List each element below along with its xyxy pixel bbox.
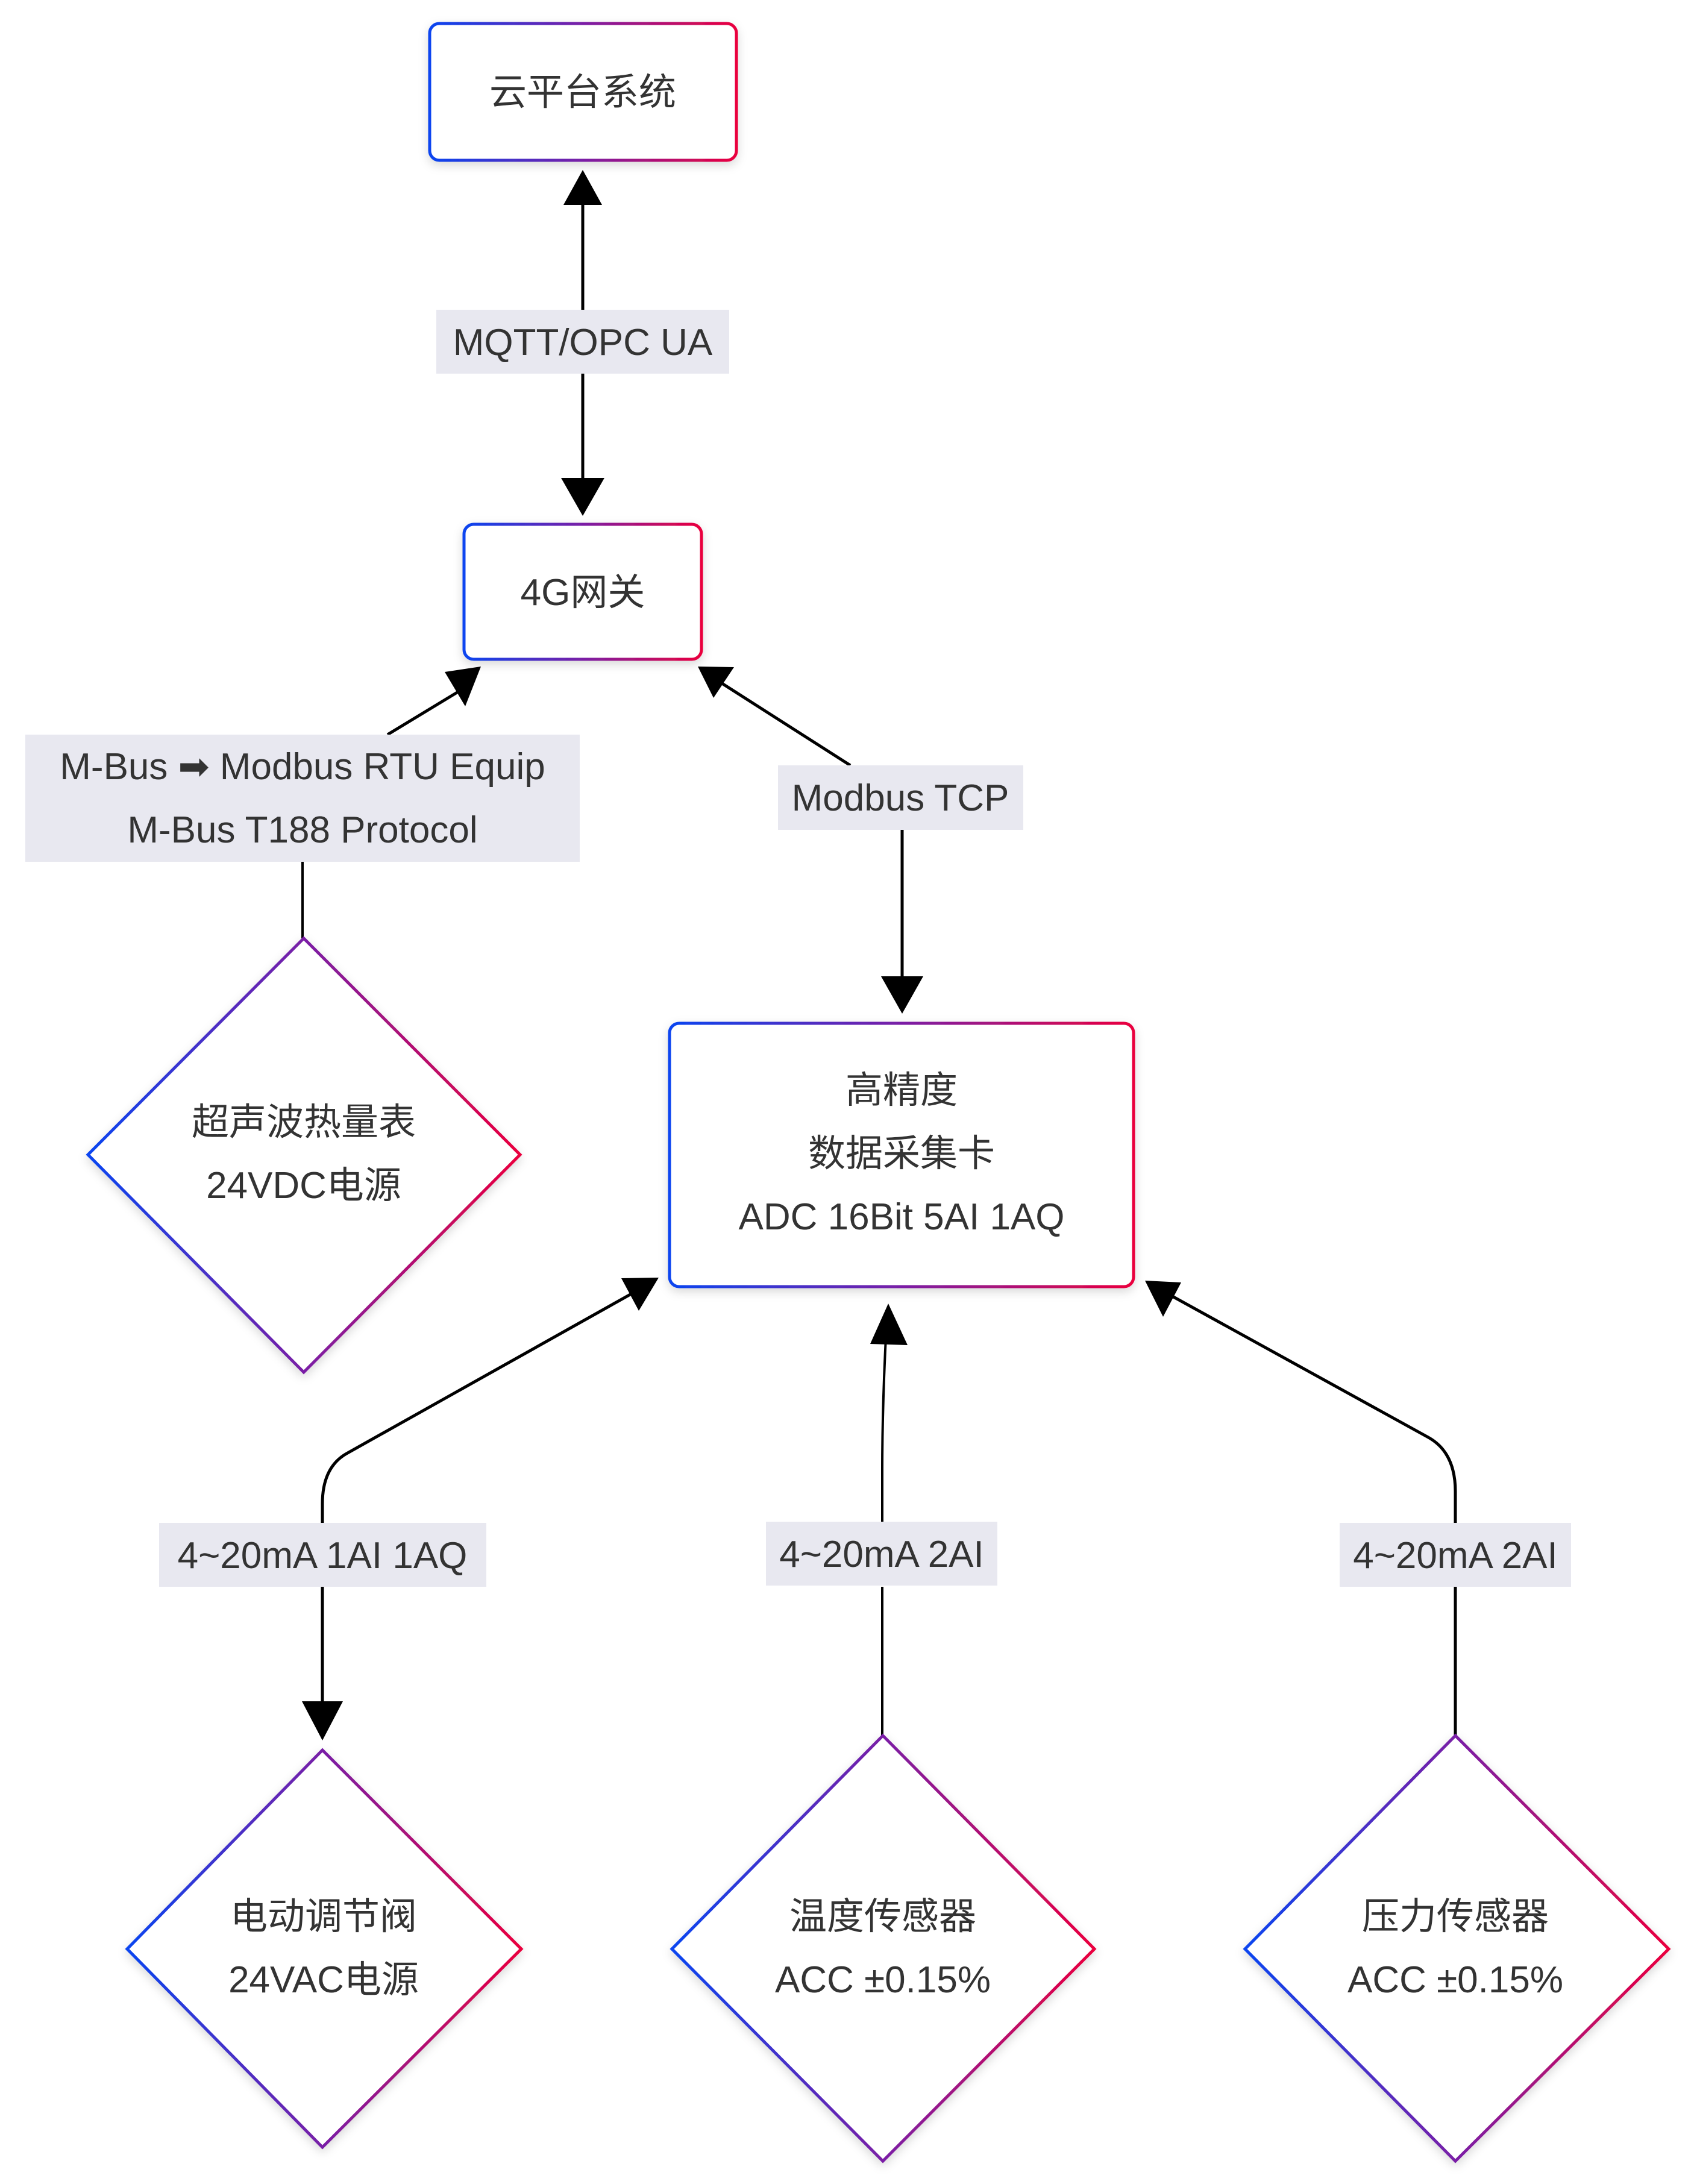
edge-label-text: 4~20mA 2AI (779, 1534, 984, 1575)
arrowhead-down-icon (302, 1701, 343, 1740)
edge-temp-collector[interactable] (870, 1304, 908, 1736)
edge-line (719, 680, 852, 767)
edge-label-text: 4~20mA 1AI 1AQ (178, 1535, 468, 1577)
node-label: 4G网关 (521, 572, 645, 613)
edge-label-text-line-2: M-Bus T188 Protocol (127, 809, 477, 851)
node-label-line-3: ADC 16Bit 5AI 1AQ (738, 1196, 1064, 1238)
node-pressure-sensor[interactable]: 压力传感器 ACC ±0.15% (1243, 1733, 1671, 2164)
node-electric-valve[interactable]: 电动调节阀 24VAC电源 (125, 1748, 524, 2150)
arrowhead-up-icon (563, 170, 602, 205)
node-label-line-2: 24VDC电源 (206, 1165, 401, 1207)
arrowhead-down-icon (881, 976, 923, 1014)
edge-line (386, 686, 465, 736)
node-label: 云平台系统 (489, 72, 676, 113)
node-label-line-1: 电动调节阀 (230, 1896, 417, 1938)
edge-line (321, 1288, 640, 1523)
edge-line (881, 1325, 888, 1736)
edge-heatmeter-gateway[interactable] (301, 667, 481, 938)
edge-pressure-collector[interactable] (1145, 1281, 1457, 1736)
node-label-line-2: ACC ±0.15% (1347, 1959, 1563, 2001)
edge-line (1168, 1293, 1457, 1736)
node-label-line-1: 超声波热量表 (192, 1102, 416, 1143)
node-temperature-sensor[interactable]: 温度传感器 ACC ±0.15% (670, 1733, 1097, 2164)
arrowhead-icon (621, 1278, 659, 1311)
arrowhead-down-icon (561, 478, 604, 516)
arrowhead-icon (698, 667, 734, 698)
node-label-line-2: 数据采集卡 (808, 1133, 995, 1175)
edge-valve-collector[interactable] (302, 1278, 659, 1740)
edge-labels: MQTT/OPC UA M-Bus ➡ Modbus RTU Equip M-B… (25, 310, 1571, 1587)
edge-label-modbus-tcp: Modbus TCP (778, 765, 1023, 830)
node-label-line-1: 压力传感器 (1362, 1896, 1549, 1938)
arrowhead-icon (870, 1304, 908, 1345)
arrowhead-icon (1145, 1281, 1181, 1317)
arrowhead-icon (445, 667, 481, 706)
node-cloud-platform[interactable]: 云平台系统 (428, 22, 738, 162)
edges (301, 170, 1457, 1740)
edge-label-temp: 4~20mA 2AI (766, 1522, 997, 1586)
edge-gateway-collector[interactable] (698, 667, 923, 1014)
edge-label-mqtt: MQTT/OPC UA (436, 310, 729, 374)
node-label-line-2: 24VAC电源 (228, 1959, 419, 2001)
node-4g-gateway[interactable]: 4G网关 (462, 522, 703, 661)
node-data-collector[interactable]: 高精度 数据采集卡 ADC 16Bit 5AI 1AQ (668, 1021, 1135, 1288)
edge-label-text: MQTT/OPC UA (453, 322, 713, 363)
node-label-line-1: 高精度 (845, 1070, 958, 1111)
node-label-line-2: ACC ±0.15% (775, 1959, 991, 2001)
edge-label-mbus: M-Bus ➡ Modbus RTU Equip M-Bus T188 Prot… (25, 735, 580, 862)
edge-label-text-line-1: M-Bus ➡ Modbus RTU Equip (60, 746, 545, 788)
node-heat-meter[interactable]: 超声波热量表 24VDC电源 (86, 936, 522, 1375)
node-label-line-1: 温度传感器 (789, 1896, 976, 1938)
nodes: 云平台系统 4G网关 超声波热量表 24VDC电源 高精度 数据采集卡 ADC … (86, 22, 1671, 2164)
edge-label-pressure: 4~20mA 2AI (1340, 1523, 1571, 1587)
edge-label-text: 4~20mA 2AI (1353, 1535, 1558, 1577)
edge-label-valve: 4~20mA 1AI 1AQ (159, 1523, 486, 1587)
edge-label-text: Modbus TCP (792, 777, 1009, 819)
